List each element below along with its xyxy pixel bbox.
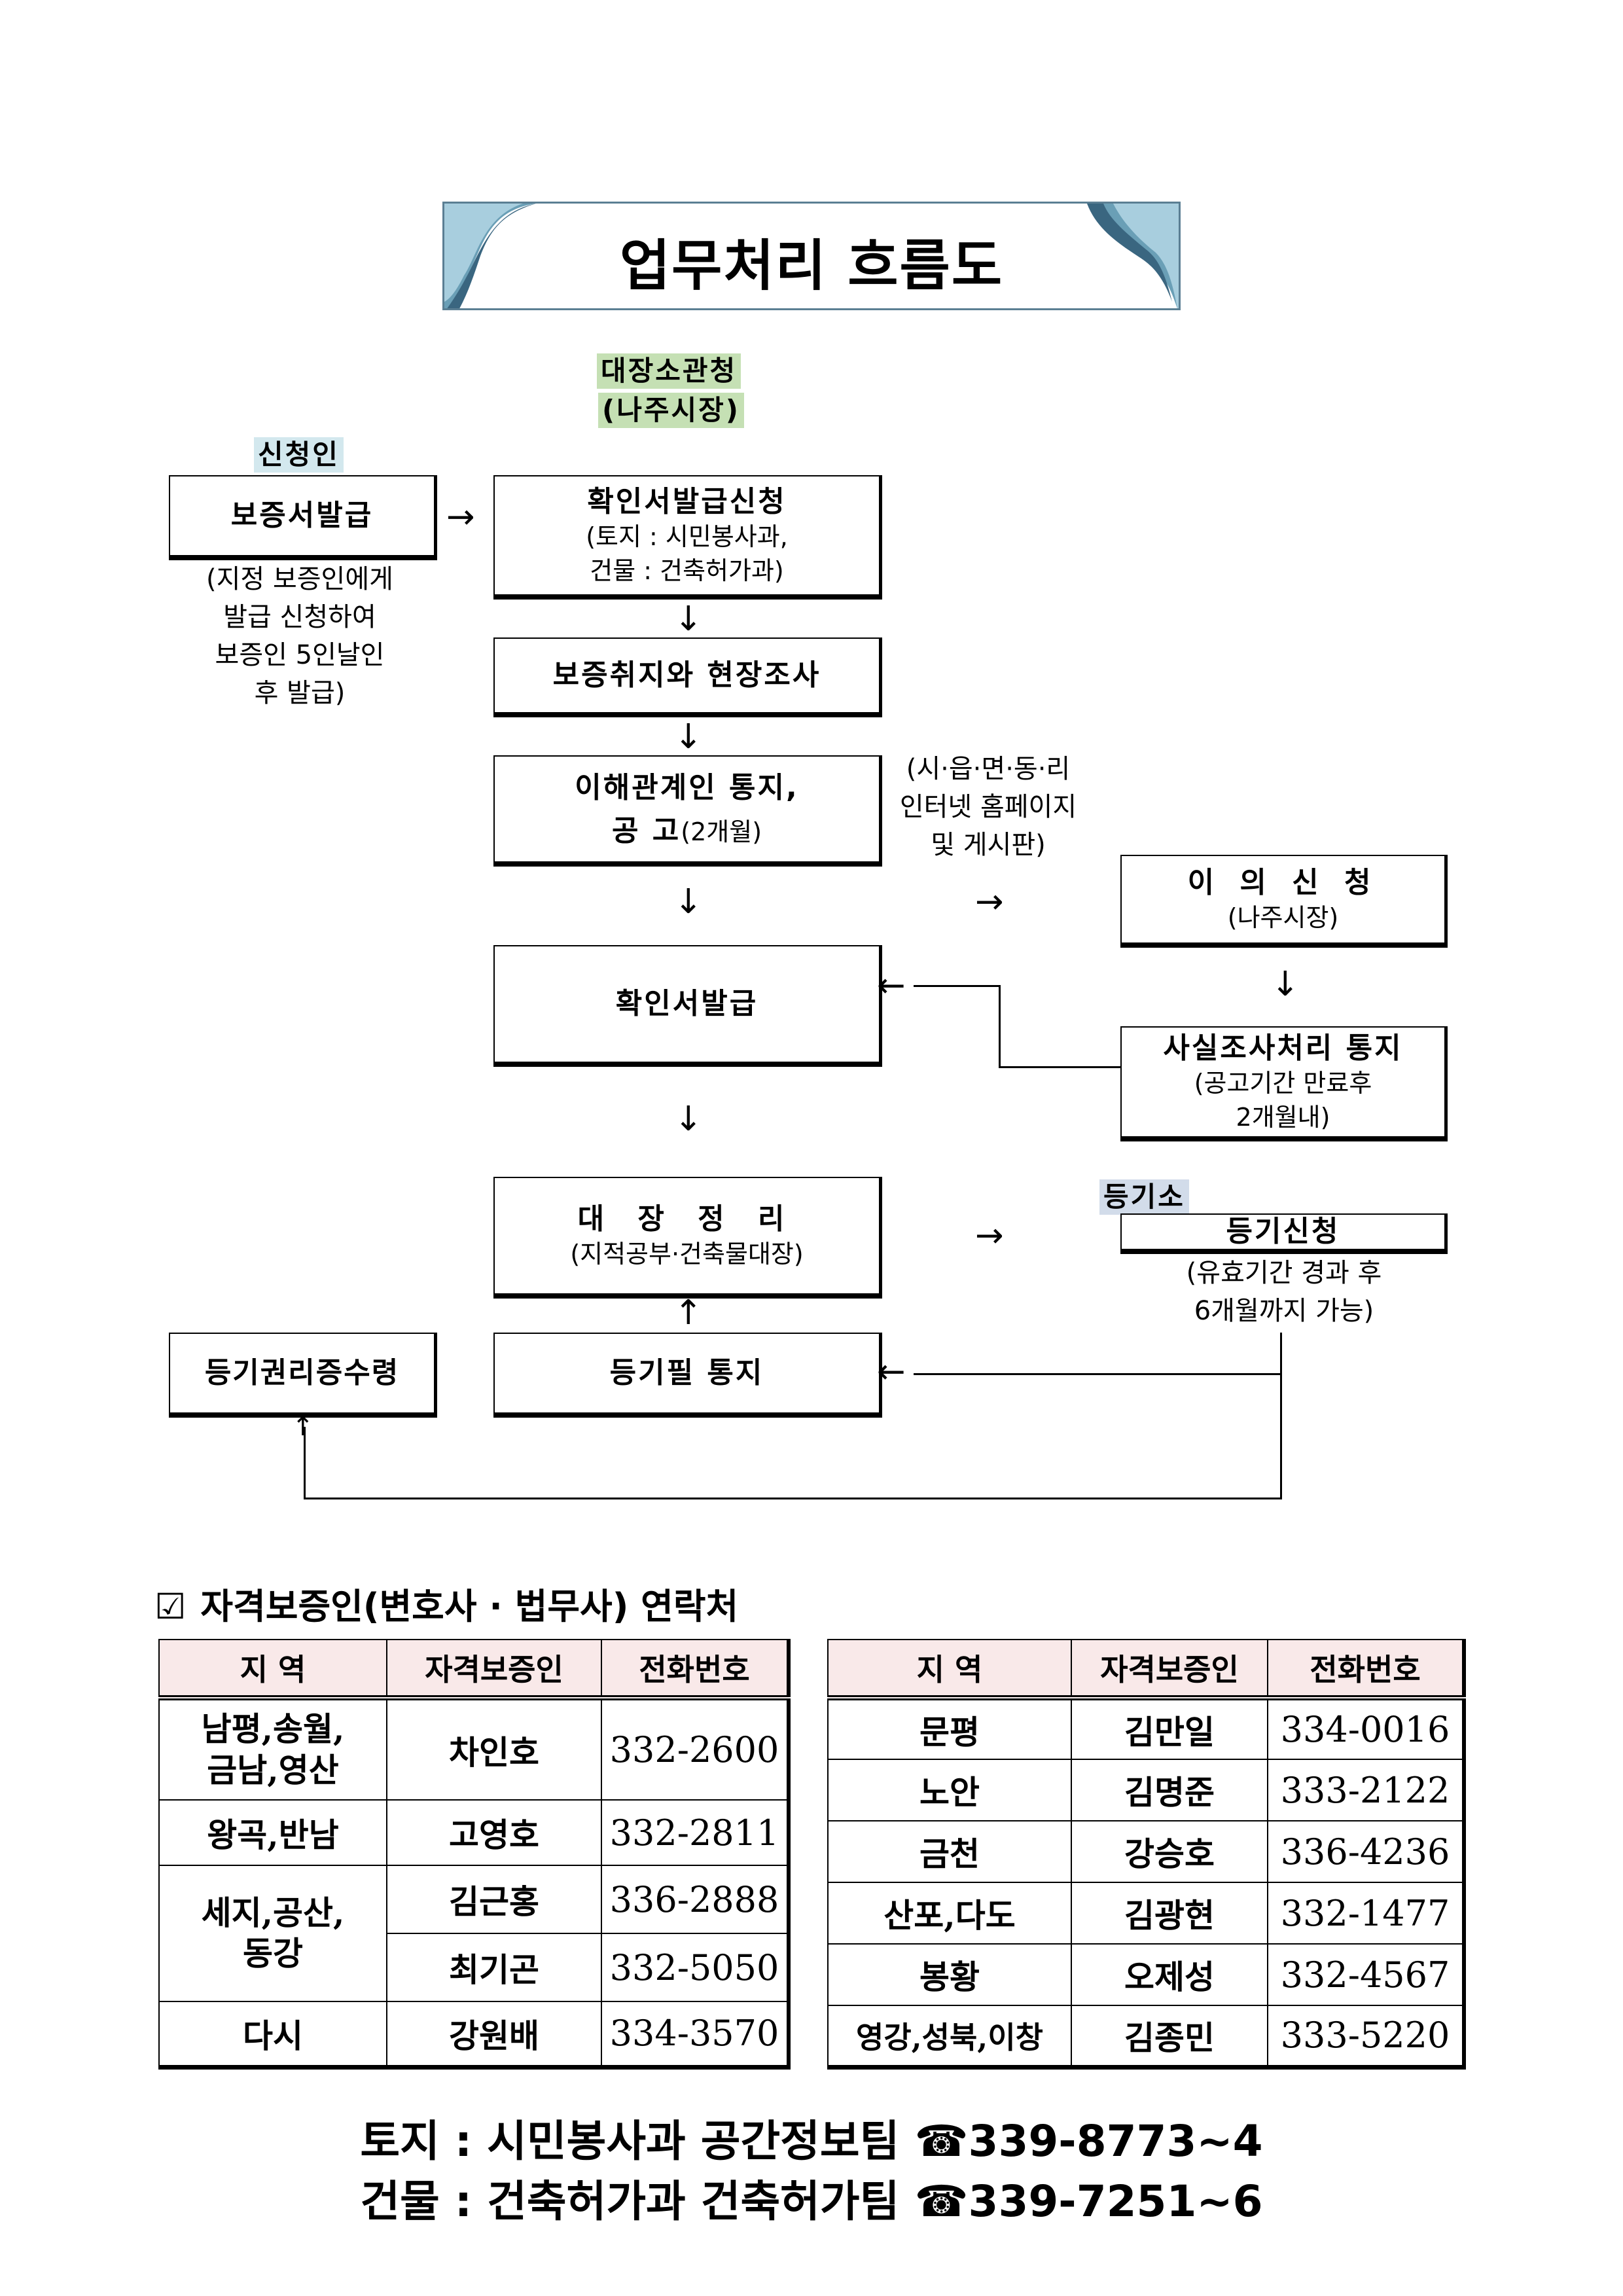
connector-line: [999, 985, 1001, 1067]
table-row: 왕곡,반남 고영호 332-2811: [158, 1799, 789, 1866]
registered-notice-box: 등기필 통지: [493, 1333, 882, 1418]
col-guarantor: 자격보증인: [1071, 1639, 1268, 1700]
arrow-down-icon: ↓: [674, 717, 703, 757]
arrow-down-icon: ↓: [674, 882, 703, 922]
objection-box: 이 의 신 청 (나주시장): [1120, 855, 1448, 948]
arrow-up-icon: ↑: [674, 1293, 703, 1333]
certificate-receipt-box: 등기권리증수령: [169, 1333, 437, 1418]
col-phone: 전화번호: [1267, 1639, 1465, 1700]
col-region: 지 역: [827, 1639, 1072, 1700]
arrow-down-icon: ↓: [674, 1100, 703, 1139]
table-row: 다시 강원배 334-3570: [158, 2001, 789, 2068]
arrow-right-icon: →: [446, 497, 475, 537]
registration-box: 등기신청: [1120, 1213, 1448, 1254]
arrow-left-icon: ←: [877, 1352, 906, 1391]
connector-line: [914, 985, 1000, 987]
footer-land-contact: 토지 : 시민봉사과 공간정보팀 ☎339-8773~4: [360, 2116, 1263, 2166]
registry-tag: 등기소: [1099, 1179, 1189, 1215]
table-row: 노안 김명준 333-2122: [827, 1759, 1465, 1821]
table-row: 남평,송월, 금남,영산 차인호 332-2600: [158, 1697, 789, 1801]
guarantee-issue-box: 보증서발급: [169, 475, 437, 560]
certificate-issue-box: 확인서발급: [493, 945, 882, 1067]
arrow-right-icon: →: [975, 882, 1004, 922]
table-row: 최기곤 332-5050: [159, 1933, 789, 2002]
table-row: 금천 강승호 336-4236: [827, 1820, 1465, 1883]
ledger-update-box: 대 장 정 리 (지적공부·건축물대장): [493, 1177, 882, 1299]
authority-sub-tag: (나주시장): [598, 393, 744, 429]
interested-notify-box: 이해관계인 통지, 공 고(2개월): [493, 755, 882, 867]
contacts-table-right: 지 역 자격보증인 전화번호 문평 김만일 334-0016 노안 김명준 33…: [827, 1639, 1466, 2070]
col-region: 지 역: [158, 1639, 387, 1700]
connector-line: [1280, 1333, 1282, 1499]
fact-check-box: 사실조사처리 통지 (공고기간 만료후 2개월내): [1120, 1026, 1448, 1141]
table-row: 문평 김만일 334-0016: [827, 1697, 1465, 1760]
col-guarantor: 자격보증인: [386, 1639, 602, 1700]
table-row: 봉황 오제성 332-4567: [827, 1943, 1465, 2006]
table-row: 산포,다도 김광현 332-1477: [827, 1882, 1465, 1945]
survey-box: 보증취지와 현장조사: [493, 637, 882, 717]
notify-channel-note: (시·읍·면·동·리 인터넷 홈페이지 및 게시판): [899, 754, 1077, 860]
contacts-section-title: ☑자격보증인(변호사 · 법무사) 연락처: [154, 1586, 739, 1627]
col-phone: 전화번호: [601, 1639, 789, 1700]
connector-line: [999, 1066, 1122, 1068]
arrow-up-icon: ↑: [292, 1412, 314, 1442]
banner-right-wave-icon: [1087, 204, 1179, 308]
arrow-right-icon: →: [975, 1216, 1004, 1255]
arrow-down-icon: ↓: [674, 600, 703, 639]
footer-building-contact: 건물 : 건축허가과 건축허가팀 ☎339-7251~6: [360, 2176, 1263, 2227]
connector-line: [304, 1427, 306, 1499]
arrow-left-icon: ←: [877, 966, 906, 1005]
table-row: 세지,공산, 동강 김근홍 336-2888: [158, 1865, 789, 2002]
banner-left-wave-icon: [444, 204, 536, 308]
connector-line: [914, 1373, 1281, 1375]
contacts-table-left: 지 역 자격보증인 전화번호 남평,송월, 금남,영산 차인호 332-2600…: [158, 1639, 791, 2070]
arrow-down-icon: ↓: [1271, 965, 1300, 1004]
authority-tag: 대장소관청: [597, 353, 741, 389]
checkbox-icon: ☑: [154, 1586, 187, 1627]
guarantee-note: (지정 보증인에게 발급 신청하여 보증인 5인날인 후 발급): [206, 564, 393, 708]
title-banner: 업무처리 흐름도: [442, 202, 1181, 310]
connector-line: [304, 1498, 1282, 1499]
table-row: 영강,성북,이창 김종민 333-5220: [827, 2005, 1465, 2068]
confirm-request-box: 확인서발급신청 (토지 : 시민봉사과, 건물 : 건축허가과): [493, 475, 882, 600]
applicant-tag: 신청인: [254, 437, 344, 473]
registration-note: (유효기간 경과 후 6개월까지 가능): [1186, 1258, 1382, 1326]
page-title: 업무처리 흐름도: [619, 234, 1004, 298]
